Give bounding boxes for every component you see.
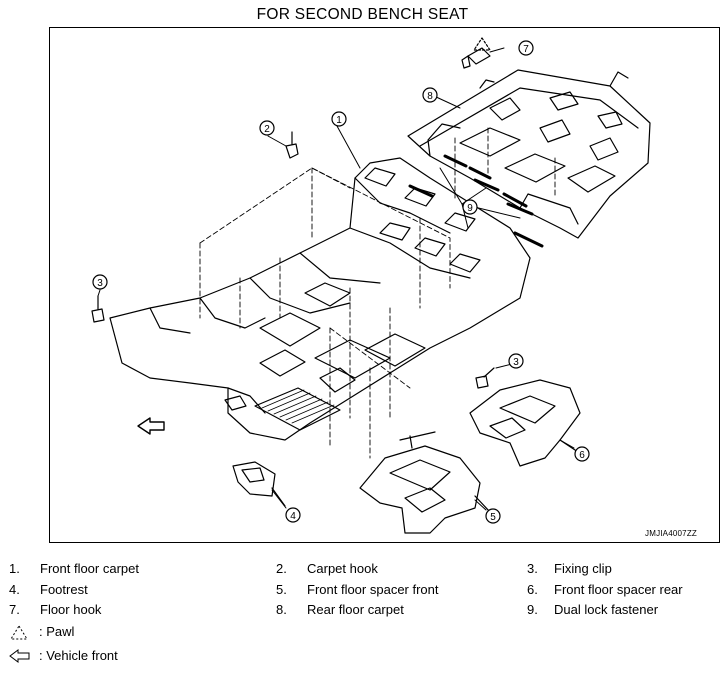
fixing-clip-right-drawing: [475, 367, 495, 389]
fixing-clip-left-drawing: [91, 295, 105, 323]
front-floor-carpet-drawing: [109, 157, 531, 441]
callout-3-left: [92, 274, 108, 290]
pawl-triangle-icon: [10, 625, 28, 640]
callout-9: [462, 199, 478, 215]
callout-8: [422, 87, 438, 103]
front-floor-spacer-front-drawing: [359, 431, 491, 534]
callout-9-label: 9: [467, 203, 473, 214]
diagram-title: FOR SECOND BENCH SEAT: [256, 6, 469, 23]
callout-2-label: 2: [264, 124, 270, 135]
callout-2: [259, 120, 275, 136]
callout-7-label: 7: [523, 44, 529, 55]
callout-1: [331, 111, 347, 127]
rear-floor-carpet-drawing: [407, 69, 651, 239]
image-code: JMJIA4007ZZ: [645, 529, 697, 538]
diagram-frame: 1 2 3 3 4 5 6 7 8 9 JMJIA4007ZZ: [49, 27, 720, 543]
callout-4: [285, 507, 301, 523]
callout-5-label: 5: [490, 512, 496, 523]
callout-7: [518, 40, 534, 56]
dual-lock-fastener-drawing: [408, 154, 544, 248]
floor-hook-drawing: [461, 37, 491, 69]
floor-carpet-illustration: 1 2 3 3 4 5 6 7 8 9: [91, 37, 651, 534]
callout-8-label: 8: [427, 91, 433, 102]
vehicle-front-arrow-icon: [9, 649, 30, 663]
callout-5: [485, 508, 501, 524]
callout-3-left-label: 3: [97, 278, 103, 289]
phantom-lines: [199, 127, 556, 459]
callout-1-label: 1: [336, 115, 342, 126]
leader-lines: [97, 47, 575, 511]
callout-4-label: 4: [290, 511, 296, 522]
carpet-hook-drawing: [285, 131, 299, 159]
vehicle-front-arrow-icon: [137, 417, 165, 435]
callout-6-label: 6: [579, 450, 585, 461]
callout-3-right-label: 3: [513, 357, 519, 368]
front-floor-spacer-rear-drawing: [469, 379, 581, 467]
footrest-drawing: [232, 461, 286, 507]
callout-3-right: [508, 353, 524, 369]
callout-6: [574, 446, 590, 462]
callout-circles: [92, 40, 590, 524]
